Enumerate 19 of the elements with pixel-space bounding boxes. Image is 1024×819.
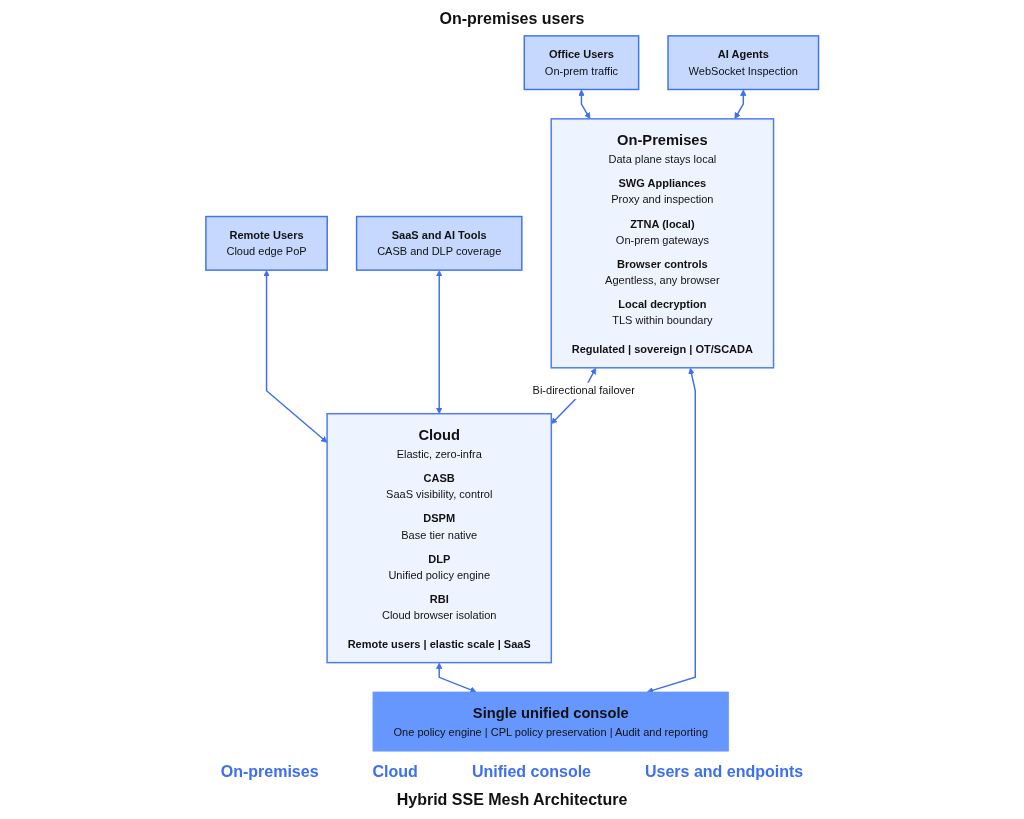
node-box: Office Users On-prem traffic — [523, 35, 640, 91]
category-label: Users and endpoints — [645, 763, 804, 781]
node-box: Single unified console One policy engine | CPL policy preservation | Audit and reporting — [372, 691, 729, 752]
edge-label: Bi-directional failover — [532, 383, 635, 397]
arrow — [435, 270, 443, 414]
arrow — [734, 89, 747, 120]
category-label: On-premises — [220, 763, 319, 781]
category-label: Unified console — [471, 763, 591, 781]
caption: Hybrid SSE Mesh Architecture — [396, 791, 628, 809]
section-heading: On-premises users — [439, 10, 585, 28]
node-box: SaaS and AI Tools CASB and DLP coverage — [355, 215, 523, 271]
arrow — [646, 367, 696, 694]
node-box: On-Premises Data plane stays local SWG Appliances Proxy and inspection ZTNA (local) On-prem gateways Browser controls Agentless, any browser Local decryption TLS within boundary Regulated | sovereign | OT/SCADA — [550, 118, 775, 369]
node-box: Remote Users Cloud edge PoP — [204, 215, 328, 271]
node-box: Cloud Elastic, zero-infra CASB SaaS visibility, control DSPM Base tier native DLP Unified policy engine RBI Cloud browser isolation Remote users | elastic scale | SaaS — [326, 412, 552, 664]
arrow — [578, 89, 591, 120]
node-box: AI Agents WebSocket Inspection — [667, 35, 820, 91]
arrow — [435, 662, 477, 693]
category-label: Cloud — [372, 763, 418, 781]
